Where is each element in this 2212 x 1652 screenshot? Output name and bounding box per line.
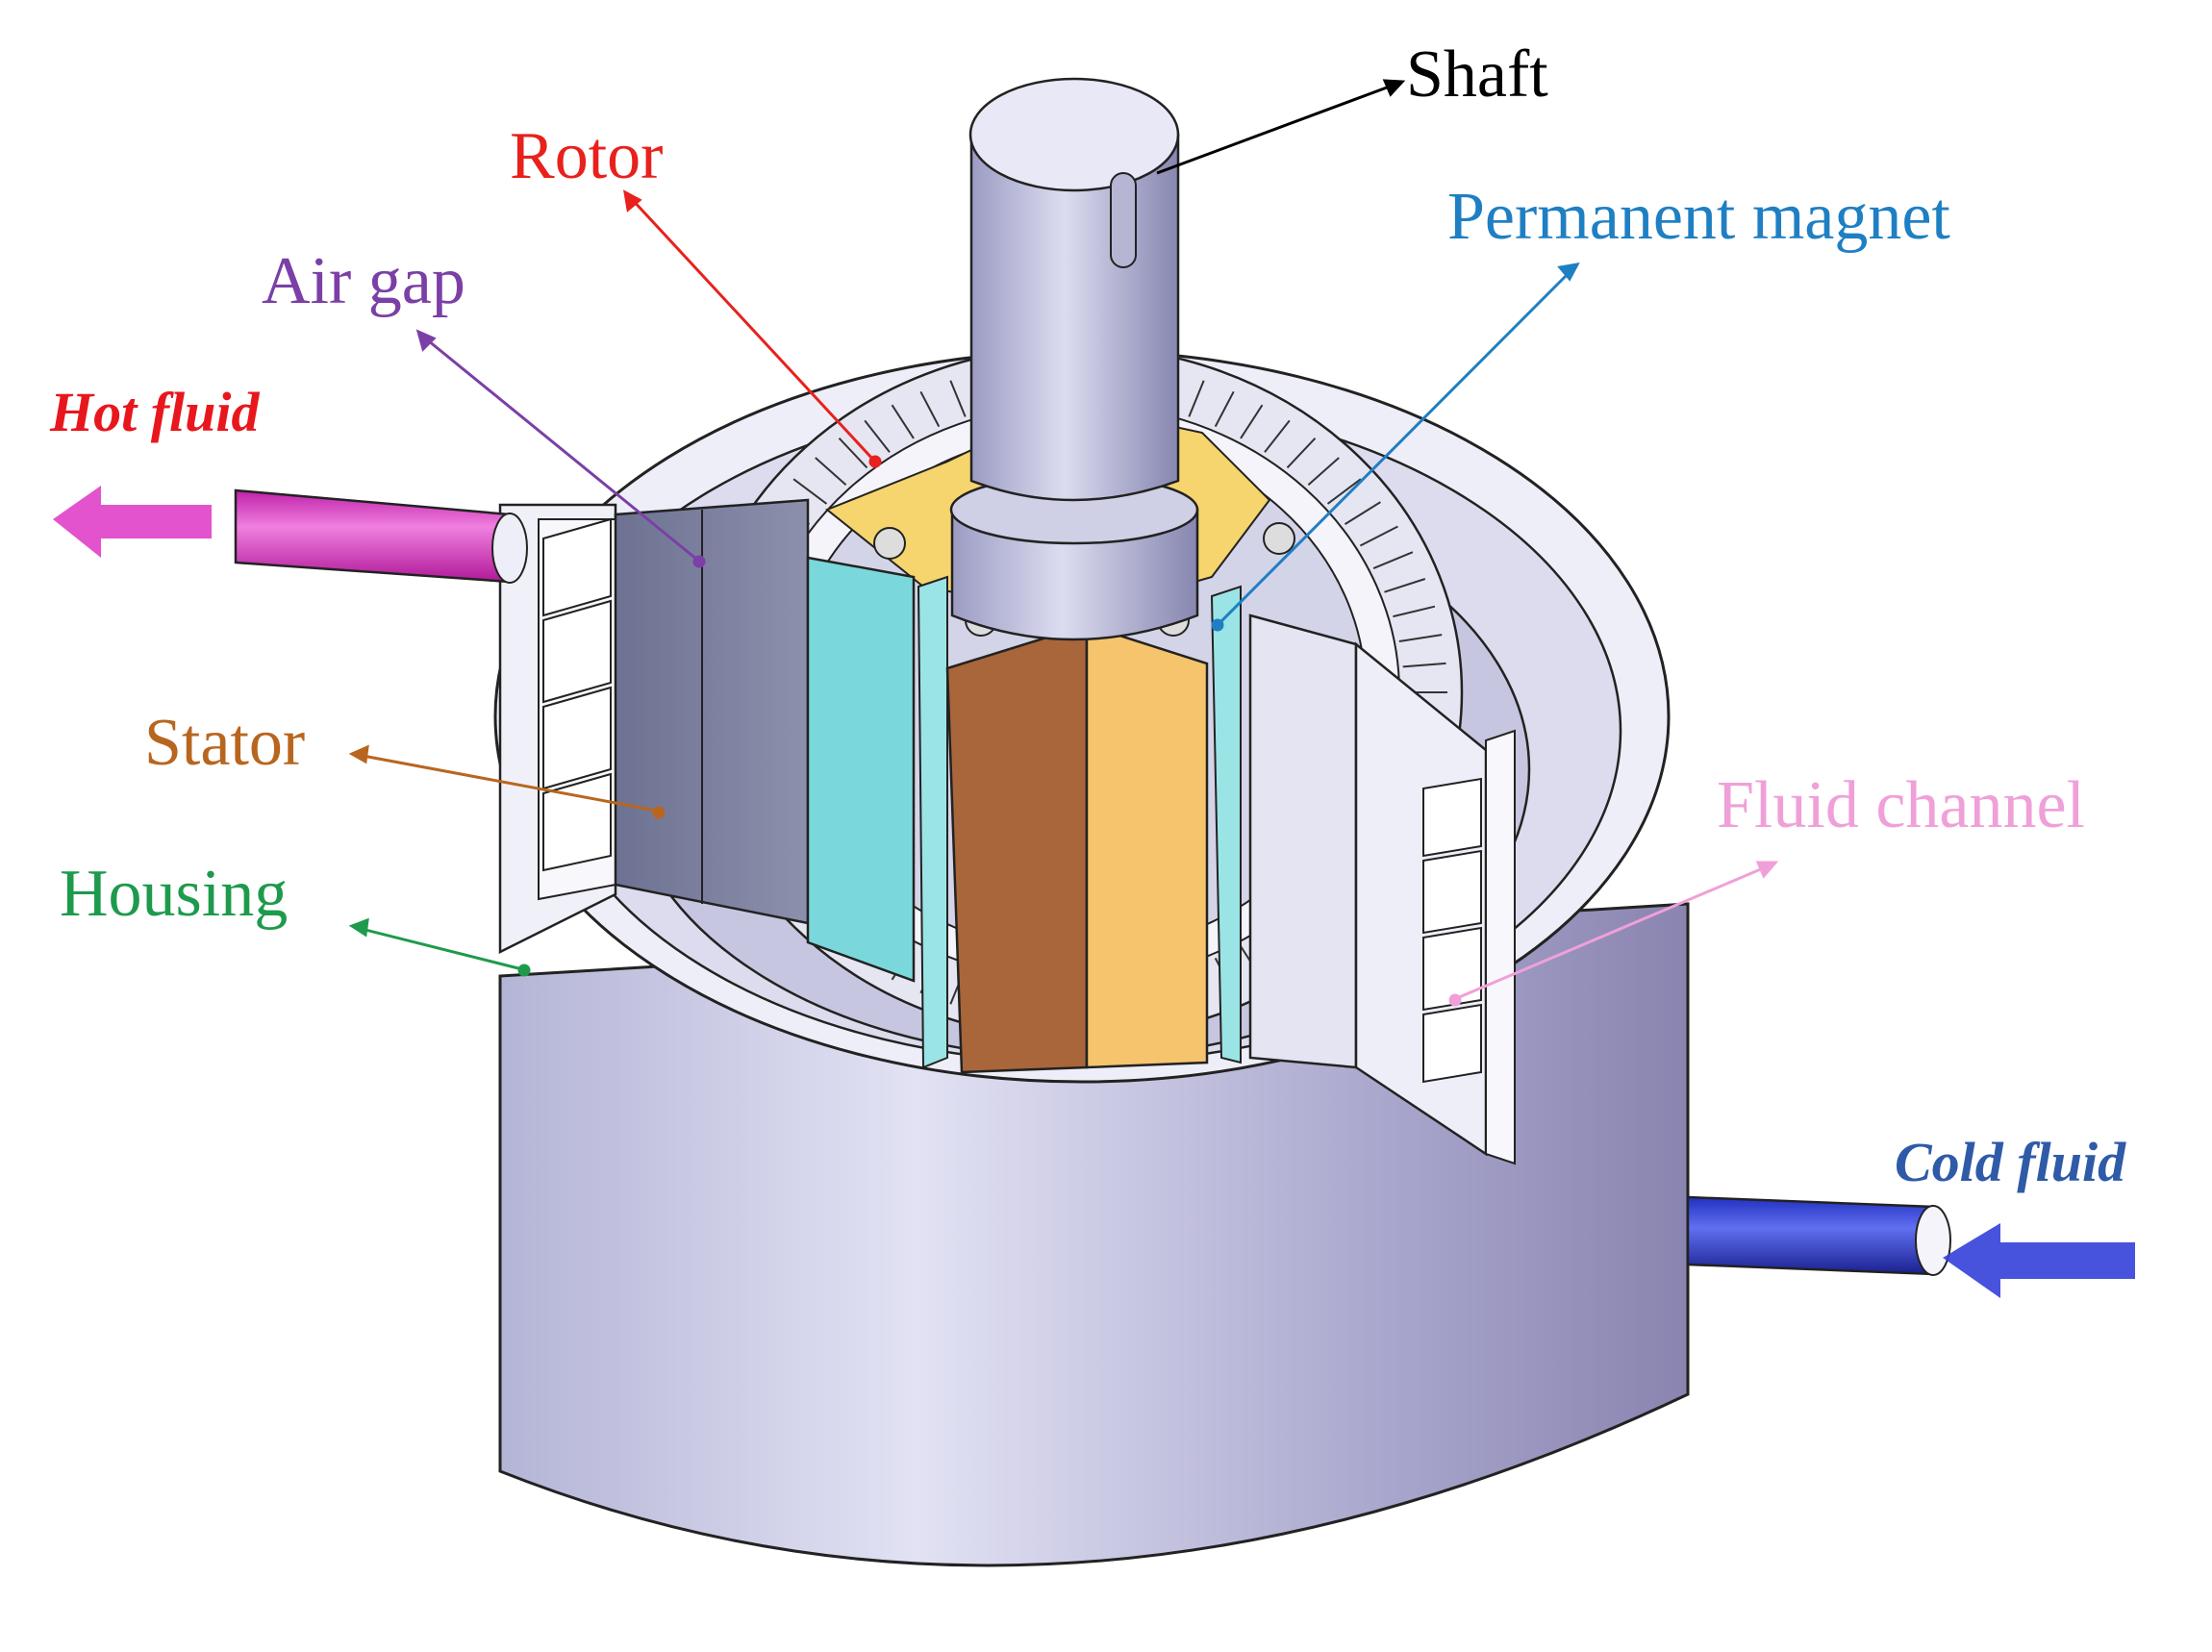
stator-slot	[1359, 525, 1398, 547]
leader-lines	[348, 79, 1779, 1007]
leader-rotor	[623, 189, 882, 468]
shaft	[949, 77, 1199, 641]
stator-slot	[1307, 457, 1340, 487]
stator-slot	[1393, 605, 1436, 618]
label-shaft: Shaft	[1406, 38, 1548, 112]
stator-slot	[864, 419, 891, 453]
stator-slot	[1372, 551, 1414, 570]
hot-fluid-arrow-icon	[53, 486, 212, 558]
stator-slot	[1264, 419, 1291, 453]
stator-slot	[838, 438, 868, 469]
leader-stator	[348, 744, 666, 819]
stator-slot	[1398, 634, 1443, 642]
stator-slot	[949, 380, 967, 417]
stator-slot	[919, 390, 941, 428]
cold-fluid-pipe	[1686, 1195, 1951, 1276]
stator-slot	[1188, 380, 1205, 417]
label-permanent-magnet: Permanent magnet	[1447, 180, 1950, 254]
stator-slot	[1214, 390, 1235, 428]
hot-fluid-pipe	[234, 488, 528, 584]
stator-slot	[1326, 478, 1362, 505]
label-stator: Stator	[144, 706, 305, 780]
label-cold-fluid: Cold fluid	[1895, 1131, 2126, 1193]
label-fluid-channel: Fluid channel	[1717, 768, 2085, 842]
stator-slot	[815, 457, 847, 487]
label-air-gap: Air gap	[262, 244, 465, 318]
label-rotor: Rotor	[510, 119, 663, 193]
leader-permanent-magnet	[1211, 263, 1580, 632]
leader-housing	[348, 917, 531, 977]
stator-slot	[1240, 404, 1264, 439]
stator-slot	[1384, 578, 1426, 593]
stator-slot	[1344, 501, 1381, 525]
cold-fluid-arrow-icon	[1943, 1223, 2135, 1298]
cutaway-right-wall	[1248, 613, 1516, 1165]
stator-slot	[1402, 662, 1446, 668]
leader-air-gap	[415, 329, 706, 568]
label-hot-fluid: Hot fluid	[49, 381, 261, 443]
cutaway-left-wall	[498, 503, 617, 955]
leader-fluid-channel	[1448, 861, 1779, 1007]
stator-slot	[1286, 438, 1317, 469]
label-housing: Housing	[60, 857, 288, 931]
stator-slot	[792, 478, 828, 505]
permanent-magnets	[806, 556, 1242, 1069]
stator-cut-face	[614, 498, 810, 925]
leader-shaft	[1156, 79, 1406, 175]
stator-slot	[891, 404, 915, 439]
stator-windings	[945, 623, 1209, 1074]
